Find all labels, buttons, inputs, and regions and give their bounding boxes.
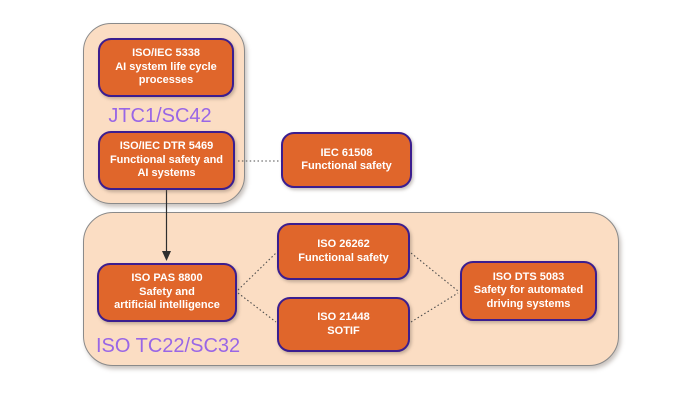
node-text-line: SOTIF bbox=[327, 324, 360, 337]
node-iso-iec-5338: ISO/IEC 5338 AI system life cycle proces… bbox=[98, 38, 234, 97]
node-text-line: Safety and bbox=[139, 285, 195, 298]
node-text-line: IEC 61508 bbox=[320, 146, 373, 159]
node-text-line: ISO 21448 bbox=[317, 311, 370, 323]
node-iec-61508: IEC 61508 Functional safety bbox=[281, 132, 412, 188]
node-iso-dts-5083: ISO DTS 5083 Safety for automated drivin… bbox=[460, 261, 597, 321]
group-label-jtc1-sc42: JTC1/SC42 bbox=[108, 105, 212, 127]
node-text-line: AI systems bbox=[137, 167, 196, 180]
node-text-line: processes bbox=[138, 74, 194, 87]
node-text-line: ISO DTS 5083 bbox=[492, 270, 565, 283]
node-iso-iec-dtr-5469: ISO/IEC DTR 5469 Functional safety and A… bbox=[98, 131, 235, 190]
node-iso-21448: ISO 21448 SOTIF bbox=[277, 297, 410, 352]
node-text-line: Functional safety bbox=[298, 251, 389, 264]
node-text-line: ISO/IEC 5338 bbox=[132, 47, 200, 60]
group-label-iso-tc22-sc32: ISO TC22/SC32 bbox=[96, 335, 241, 357]
node-text-line: Safety for automated bbox=[473, 284, 584, 297]
node-text-line: Functional safety bbox=[301, 160, 392, 172]
node-text-line: Functional safety and bbox=[109, 153, 224, 166]
node-text-line: AI system life cycle bbox=[115, 60, 217, 73]
node-text-line: artificial intelligence bbox=[114, 299, 220, 312]
node-text-line: ISO PAS 8800 bbox=[131, 272, 203, 285]
node-iso-26262: ISO 26262 Functional safety bbox=[277, 223, 410, 280]
node-text-line: ISO 26262 bbox=[317, 238, 370, 250]
node-text-line: driving systems bbox=[486, 297, 571, 310]
node-text-line: ISO/IEC DTR 5469 bbox=[119, 140, 214, 153]
node-iso-pas-8800: ISO PAS 8800 Safety and artificial intel… bbox=[97, 263, 237, 322]
